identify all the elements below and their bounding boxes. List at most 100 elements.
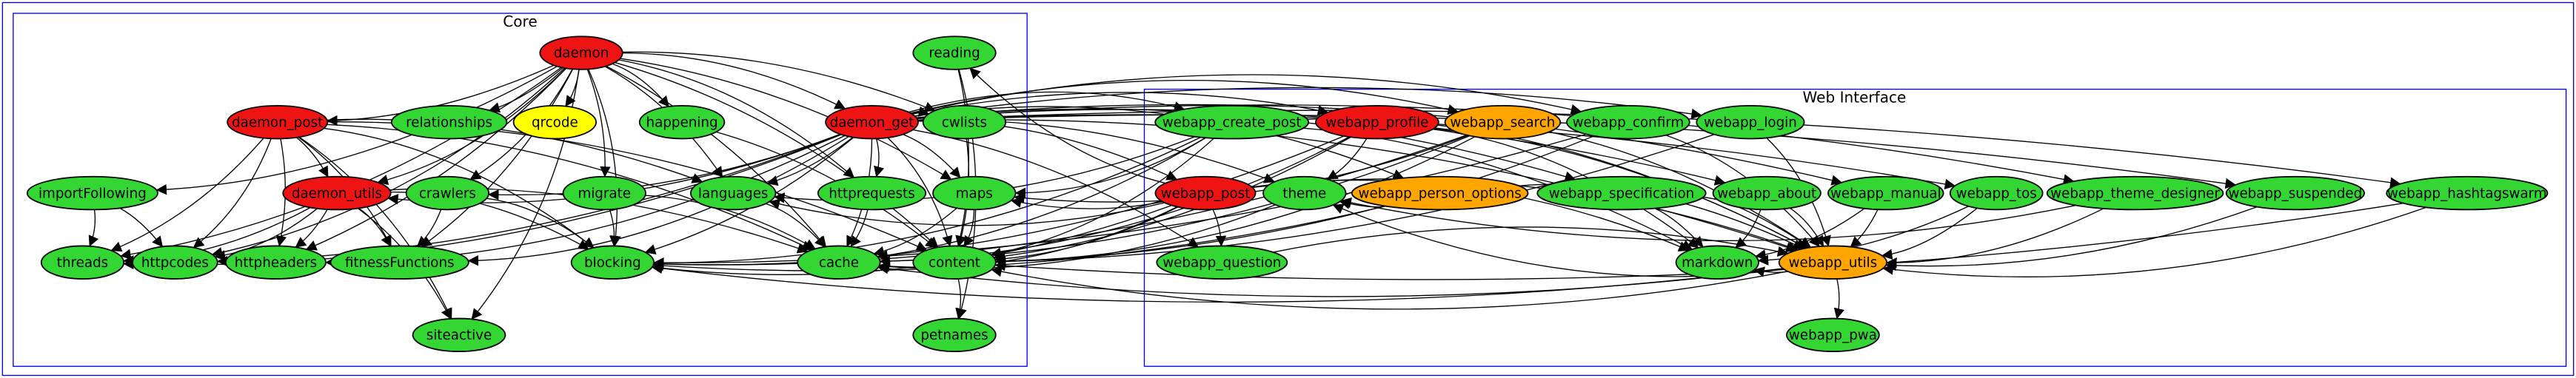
edge-webapp_confirm-to-content [994, 135, 1595, 267]
edge-webapp_question-to-webapp_utils [1273, 226, 1789, 257]
edge-reading-to-content [955, 69, 969, 247]
node-webapp_theme_designer: webapp_theme_designer [2046, 175, 2224, 211]
node-shape-webapp_login [1696, 104, 1805, 140]
node-shape-webapp_profile [1315, 104, 1439, 140]
edge-webapp_suspended-to-webapp_utils [1885, 206, 2258, 271]
node-webapp_post: webapp_post [1154, 175, 1257, 211]
edge-daemon_post-to-languages [327, 118, 703, 183]
node-label-blocking: blocking [584, 255, 641, 271]
node-reading: reading [912, 36, 997, 70]
edge-importFollowing-to-httpcodes [119, 207, 164, 248]
node-qrcode: qrcode [512, 104, 597, 140]
node-label-theme: theme [1282, 186, 1326, 201]
edge-daemon_get-to-languages [766, 136, 854, 186]
node-label-threads: threads [57, 255, 108, 271]
node-shape-daemon [539, 36, 623, 70]
node-shape-webapp_manual [1827, 175, 1944, 211]
node-shape-webapp_person_options [1351, 175, 1529, 211]
node-maps: maps [932, 175, 1017, 211]
edge-daemon-to-siteactive [471, 69, 580, 320]
node-cwlists: cwlists [922, 104, 1007, 140]
node-label-webapp_utils: webapp_utils [1789, 255, 1878, 271]
node-shape-cache [797, 245, 881, 280]
node-shape-migrate [562, 175, 646, 211]
node-shape-languages [689, 175, 777, 211]
edge-webapp_hashtagswarm-to-webapp_utils [1882, 206, 2427, 278]
node-daemon: daemon [539, 36, 623, 70]
node-threads: threads [40, 245, 125, 280]
node-label-webapp_question: webapp_question [1162, 255, 1281, 271]
node-shape-webapp_specification [1536, 175, 1707, 211]
node-cache: cache [797, 245, 881, 280]
node-label-fitnessFunctions: fitnessFunctions [345, 255, 455, 271]
node-label-reading: reading [929, 46, 980, 61]
edge-webapp_profile-to-content [993, 136, 1351, 262]
node-shape-webapp_suspended [2225, 175, 2365, 211]
node-shape-httprequests [817, 175, 927, 211]
edge-migrate-to-blocking [609, 209, 620, 247]
node-languages: languages [689, 175, 777, 211]
node-webapp_about: webapp_about [1712, 175, 1821, 211]
edge-webapp_login-to-content [994, 134, 1715, 267]
edge-webapp_utils-to-blocking [651, 263, 1783, 303]
edge-daemon-to-content [615, 61, 939, 248]
edge-webapp_theme_designer-to-webapp_utils [1886, 208, 2104, 269]
edge-daemon_get-to-fitnessFunctions [467, 136, 849, 266]
edge-webapp_create_post-to-cache [877, 137, 1207, 261]
node-shape-fitnessFunctions [329, 245, 469, 280]
node-label-webapp_tos: webapp_tos [1956, 186, 2037, 201]
node-crawlers: crawlers [405, 175, 490, 211]
node-webapp_pwa: webapp_pwa [1786, 317, 1880, 353]
edge-happening-to-content [716, 131, 937, 249]
node-webapp_question: webapp_question [1156, 245, 1288, 280]
node-label-httpcodes: httpcodes [141, 255, 209, 271]
edge-webapp_manual-to-webapp_utils [1850, 209, 1879, 248]
node-theme: theme [1262, 175, 1347, 211]
node-shape-siteactive [412, 317, 506, 353]
node-daemon_post: daemon_post [227, 104, 329, 140]
node-shape-threads [40, 245, 125, 280]
node-label-webapp_confirm: webapp_confirm [1573, 115, 1685, 130]
edge-daemon_get-to-webapp_login [914, 87, 1702, 120]
node-label-daemon_post: daemon_post [232, 115, 323, 130]
edge-importFollowing-to-threads [88, 209, 99, 247]
edge-daemon-to-daemon_get [622, 53, 846, 109]
node-webapp_hashtagswarm: webapp_hashtagswarm [2386, 175, 2549, 211]
edge-daemon-to-cache [606, 65, 827, 248]
node-shape-daemon_get [825, 104, 919, 140]
cluster-box-web [1143, 88, 2567, 367]
edge-webapp_about-to-markdown [1735, 209, 1762, 249]
node-label-webapp_pwa: webapp_pwa [1789, 328, 1877, 343]
edge-daemon-to-httpheaders [305, 67, 567, 251]
node-shape-reading [912, 36, 997, 70]
node-label-cwlists: cwlists [942, 115, 987, 130]
edge-webapp_post-to-maps [1010, 197, 1163, 209]
node-shape-webapp_create_post [1154, 104, 1310, 140]
node-label-webapp_about: webapp_about [1717, 186, 1816, 201]
node-label-siteactive: siteactive [426, 328, 492, 343]
node-shape-webapp_tos [1949, 175, 2044, 211]
edge-webapp_post-to-reading [969, 67, 1166, 184]
node-label-languages: languages [698, 186, 769, 201]
node-shape-webapp_confirm [1566, 104, 1690, 140]
node-shape-daemon_post [227, 104, 329, 140]
node-shape-content [912, 245, 997, 280]
edge-webapp_post-to-webapp_question [1212, 209, 1227, 247]
node-httpheaders: httpheaders [224, 245, 327, 280]
node-webapp_profile: webapp_profile [1315, 104, 1439, 140]
node-label-crawlers: crawlers [419, 186, 476, 201]
edge-daemon_post-to-daemon_utils [295, 137, 329, 178]
cluster-label-web: Web Interface [1802, 88, 1906, 106]
node-shape-httpheaders [224, 245, 327, 280]
edge-daemon_get-to-webapp_create_post [909, 91, 1185, 113]
node-shape-markdown [1675, 245, 1759, 280]
edge-webapp_utils-to-cache [877, 263, 1784, 297]
edge-daemon-to-importFollowing [155, 65, 558, 195]
edge-daemon-to-cwlists [622, 51, 936, 112]
node-label-daemon_utils: daemon_utils [292, 186, 382, 201]
node-shape-relationships [390, 104, 508, 140]
